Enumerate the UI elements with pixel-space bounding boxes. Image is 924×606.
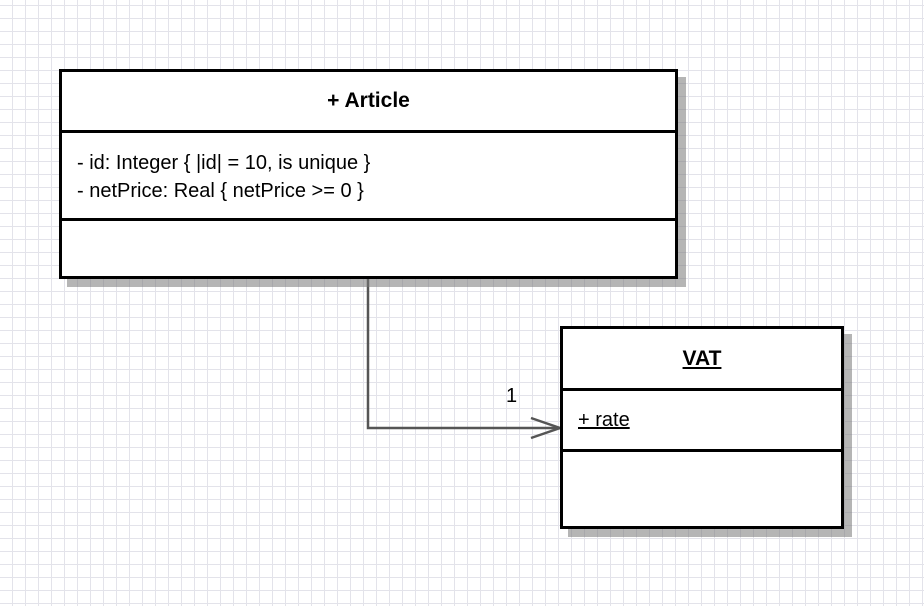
attribute-id: - id: Integer { |id| = 10, is unique }	[77, 152, 371, 174]
class-vat[interactable]: VAT + rate	[560, 326, 844, 529]
class-article[interactable]: + Article - id: Integer { |id| = 10, is …	[59, 69, 678, 279]
class-name-article: + Article	[62, 72, 675, 133]
class-name-vat: VAT	[563, 329, 841, 391]
attribute-rate: + rate	[578, 409, 630, 431]
attribute-netprice: - netPrice: Real { netPrice >= 0 }	[77, 180, 364, 202]
attributes-compartment: - id: Integer { |id| = 10, is unique } -…	[62, 133, 675, 221]
multiplicity-label: 1	[506, 385, 518, 407]
attributes-compartment: + rate	[563, 391, 841, 452]
association-path[interactable]	[366, 279, 560, 430]
